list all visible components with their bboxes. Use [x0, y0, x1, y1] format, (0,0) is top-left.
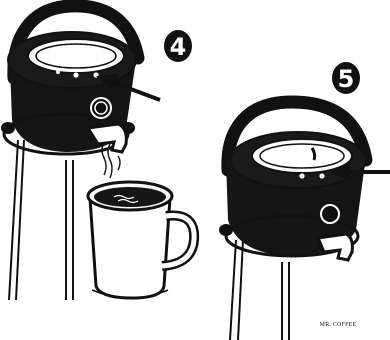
step-5-scene: 5 MR. COFFEE — [219, 62, 390, 340]
pump-button-2 — [321, 205, 339, 223]
coffee-mug — [88, 182, 194, 298]
step-4-number: 4 — [170, 33, 187, 61]
step-4-badge: 4 — [164, 30, 192, 62]
lid-dial-dot-2b — [319, 173, 324, 178]
coffee-surface — [94, 187, 166, 207]
step-4-scene: 4 — [1, 6, 194, 300]
lid-dial-dot-2a — [299, 173, 304, 178]
airpot-foot-left-2 — [219, 224, 233, 236]
airpot-foot-left — [1, 122, 15, 134]
brand-label: MR. COFFEE — [320, 322, 357, 328]
step-5-badge: 5 — [332, 62, 360, 94]
airpot-spout-2 — [318, 234, 352, 260]
pump-button — [91, 98, 111, 118]
lid-dial-dot-1 — [73, 72, 78, 77]
step-5-number: 5 — [338, 65, 355, 93]
lid-dial-dot-3 — [56, 70, 60, 74]
stand-rods-left — [9, 140, 73, 300]
